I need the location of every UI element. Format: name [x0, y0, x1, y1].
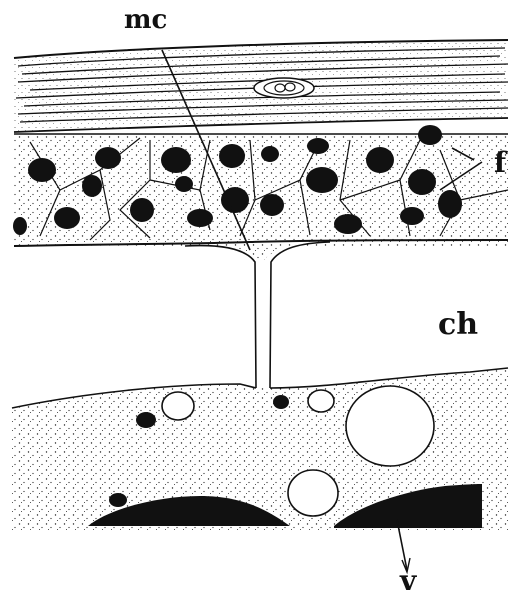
fibrous-layer [14, 40, 508, 132]
marginal-cell-process [185, 242, 330, 388]
label-mc: mc [124, 5, 167, 35]
label-v: v [399, 564, 417, 595]
label-ch: ch [438, 307, 478, 342]
fiber-nucleus [254, 78, 314, 98]
label-f: f [494, 146, 508, 179]
cell-layer [13, 125, 508, 246]
lower-layer [12, 368, 508, 530]
